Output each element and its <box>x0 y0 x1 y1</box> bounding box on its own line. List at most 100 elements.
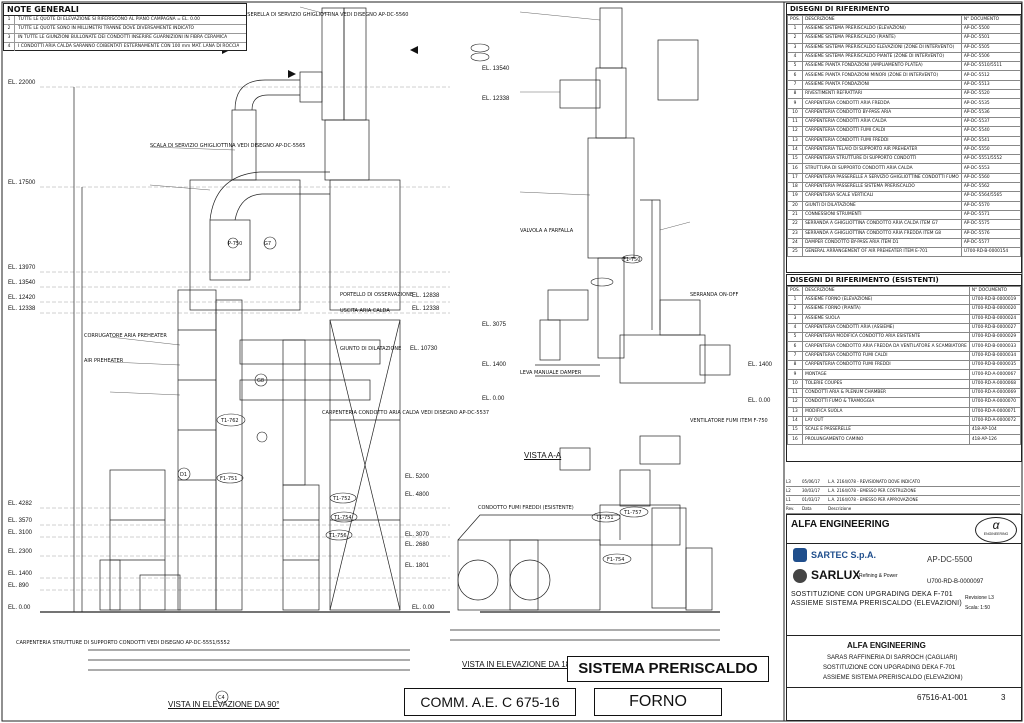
cell-desc: CARPENTERIA CONDOTTO ARIA FREDDA DA VENT… <box>802 341 970 352</box>
tag-g8: G8 <box>257 378 264 384</box>
note-number: 1 <box>4 16 15 24</box>
callout-ventilatore: VENTILATORE FUMI ITEM F-750 <box>690 418 768 424</box>
elev-left-7: EL. 4282 <box>8 501 33 507</box>
company-name: ALFA ENGINEERING <box>791 519 890 530</box>
elev-left-3: EL. 13970 <box>8 265 36 271</box>
bottom-title-line-2: ASSIEME SISTEMA PRERISCALDO (ELEVAZIONI) <box>823 675 963 681</box>
tag-d1: D1 <box>180 472 187 478</box>
cell-doc: AP-DC-5562 <box>960 182 1022 193</box>
elev-left-12: EL. 890 <box>8 583 29 589</box>
cell-pos: 12 <box>786 397 804 408</box>
alfa-logo: α ENGINEERING <box>975 517 1017 543</box>
elev-left-6: EL. 12338 <box>8 306 36 312</box>
cell-doc: AP-DC-5536 <box>960 107 1022 118</box>
cell-pos: 14 <box>786 144 804 156</box>
cell-desc: CARPENTERIA CONDOTTI ARIA FREDDA <box>802 98 962 109</box>
col-pos-header: POS. <box>786 286 804 296</box>
cell-desc: MONTAGE <box>802 369 970 380</box>
revision-rev: L2 <box>786 488 791 493</box>
cell-pos: 15 <box>786 154 804 165</box>
revision-rev: L3 <box>786 479 791 484</box>
cell-doc: 418-AP-126 <box>968 434 1022 445</box>
callout-portello: PORTELLO DI OSSERVAZIONE <box>340 292 414 298</box>
revision-rev: Rev. <box>786 506 795 511</box>
callout-strutture: CARPENTERIA STRUTTURE DI SUPPORTO CONDOT… <box>16 640 230 646</box>
sartec-name: SARTEC S.p.A. <box>811 550 877 560</box>
elev-left-2: EL. 17500 <box>8 180 36 186</box>
cell-doc: U700-RD-A-0000070 <box>968 397 1022 408</box>
cell-desc: RIVESTIMENTI REFRATTARI <box>802 89 962 100</box>
cell-pos: 3 <box>786 313 804 324</box>
cell-desc: ASSIEME FORNO (PIANTA) <box>802 304 970 315</box>
cell-doc: AP-DC-5512 <box>960 70 1022 81</box>
elev-mid-2: EL. 12338 <box>412 306 440 312</box>
cell-doc: AP-DC-5576 <box>960 228 1022 239</box>
cell-doc: AP-DC-5520 <box>960 89 1022 100</box>
cell-desc: SCALE E PASSERELLE <box>802 425 970 436</box>
cell-pos: 25 <box>786 247 804 258</box>
cell-doc: 418-AP-104 <box>968 425 1022 436</box>
cell-pos: 3 <box>786 42 804 53</box>
cell-desc: ASSIEME SUOLA <box>802 313 970 324</box>
cell-pos: 2 <box>786 304 804 315</box>
tag-t1-754: T1-754 <box>333 515 352 521</box>
elev-left-10: EL. 2300 <box>8 549 33 555</box>
cell-doc: U700-RD-B-0000020 <box>968 304 1022 315</box>
commission-box: COMM. A.E. C 675-16 <box>404 688 576 716</box>
cell-desc: CARPENTERIA CONDOTTO BY-PASS ARIA <box>802 107 962 118</box>
cell-desc: CARPENTERIA STRUTTURE DI SUPPORTO CONDOT… <box>802 154 962 165</box>
note-text: TUTTE LE QUOTE DI ELEVAZIONE SI RIFERISC… <box>18 17 200 22</box>
note-number: 2 <box>4 25 15 33</box>
cell-doc: AP-DC-5550 <box>960 144 1022 156</box>
elev-mid-8: EL. 1801 <box>405 563 430 569</box>
cell-doc: AP-DC-5571 <box>960 209 1022 221</box>
elev-right-3: EL. 3075 <box>482 322 507 328</box>
cell-doc: U700-RD-A-0000068 <box>968 378 1022 389</box>
revision-text: Descrizione <box>828 506 852 511</box>
callout-fumi-freddi: CONDOTTO FUMI FREDDI (ESISTENTE) <box>478 505 574 511</box>
reference-drawings-title: DISEGNI DI RIFERIMENTO <box>787 4 1021 15</box>
cell-pos: 4 <box>786 322 804 334</box>
cell-desc: CARPENTERIA PASSERELLE A SERVIZIO GHIGLI… <box>802 172 962 184</box>
col-doc-header: N° DOCUMENTO <box>968 286 1022 296</box>
cell-pos: 7 <box>786 79 804 91</box>
elev-right-4: EL. 1400 <box>482 362 507 368</box>
elev-right-5: EL. 0.00 <box>482 396 505 402</box>
cell-doc: U700-RD-B-0000029 <box>968 332 1022 343</box>
plant-name: SARAS RAFFINERIA DI SARROCH (CAGLIARI) <box>827 655 958 661</box>
col-pos-header: POS. <box>786 15 804 25</box>
cell-desc: SERRANDA A GHIGLIOTTINA CONDOTTO ARIA FR… <box>802 228 962 239</box>
cell-doc: AP-DC-5551/5552 <box>960 154 1022 165</box>
reference-drawings-panel: DISEGNI DI RIFERIMENTO POS. DESCRIZIONE … <box>786 3 1022 273</box>
cell-doc: AP-DC-5500 <box>960 23 1022 35</box>
cell-doc: U700-RD-A-0000069 <box>968 387 1022 399</box>
alfa-logo-symbol: α <box>992 518 1000 532</box>
cell-doc: AP-DC-5541 <box>960 135 1022 146</box>
elev-mid-9: EL. 0.00 <box>412 605 435 611</box>
elev-mid-6: EL. 3070 <box>405 532 430 538</box>
